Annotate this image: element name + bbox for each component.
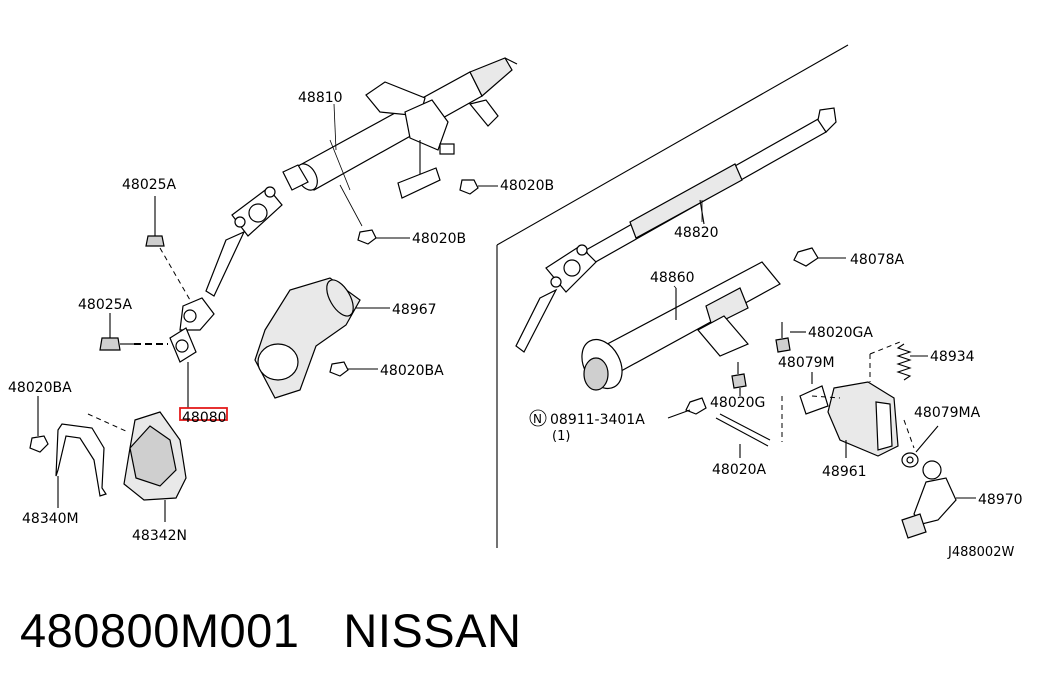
part-number: 480800M001 bbox=[20, 603, 300, 657]
bracket-48961[interactable] bbox=[827, 381, 899, 458]
label-08911-qty: (1) bbox=[552, 429, 570, 444]
section-divider bbox=[496, 44, 849, 548]
bolt-48020G[interactable] bbox=[731, 362, 747, 396]
label-48020BA-mid[interactable]: 48020BA bbox=[380, 363, 444, 379]
label-48020G[interactable]: 48020G bbox=[710, 395, 765, 411]
assembly-dashed-guides bbox=[781, 395, 841, 442]
label-48020B-mid[interactable]: 48020B bbox=[412, 231, 466, 247]
nut-48020B-mid[interactable] bbox=[357, 229, 410, 245]
bolt-48025A-top[interactable] bbox=[145, 196, 191, 301]
label-48079MA[interactable]: 48079MA bbox=[914, 405, 981, 421]
label-48967[interactable]: 48967 bbox=[392, 302, 437, 318]
label-48080[interactable]: 48080 bbox=[182, 410, 227, 426]
drawing-code: J488002W bbox=[947, 545, 1014, 560]
label-48860[interactable]: 48860 bbox=[650, 270, 695, 286]
label-08911-circle bbox=[529, 409, 547, 427]
nut-48020B-top[interactable] bbox=[459, 179, 498, 195]
label-48079M[interactable]: 48079M bbox=[778, 355, 835, 371]
intermediate-shaft-upper[interactable] bbox=[205, 164, 309, 297]
leader-lines bbox=[333, 103, 703, 289]
label-48820[interactable]: 48820 bbox=[674, 225, 719, 241]
steering-joint-48080[interactable] bbox=[169, 297, 215, 408]
label-48020A[interactable]: 48020A bbox=[712, 462, 767, 478]
jacket-tube-48860[interactable] bbox=[574, 261, 781, 395]
lever-48970[interactable] bbox=[901, 419, 976, 539]
parts-exploded-diagram: 48810 48025A 48025A 48020BA 48080 48340M… bbox=[8, 44, 1023, 560]
label-48020BA-left[interactable]: 48020BA bbox=[8, 380, 72, 396]
label-08911-n: N bbox=[533, 412, 542, 426]
label-48025A-top[interactable]: 48025A bbox=[122, 177, 177, 193]
cover-48342N[interactable] bbox=[123, 411, 187, 522]
nut-48020BA-mid[interactable] bbox=[329, 361, 378, 377]
label-48020GA[interactable]: 48020GA bbox=[808, 325, 873, 341]
bracket-48079M[interactable] bbox=[799, 372, 829, 415]
label-48020B-top[interactable]: 48020B bbox=[500, 178, 554, 194]
label-48961[interactable]: 48961 bbox=[822, 464, 867, 480]
bolt-48025A-bottom[interactable] bbox=[99, 313, 168, 351]
label-48078A[interactable]: 48078A bbox=[850, 252, 905, 268]
label-48342N[interactable]: 48342N bbox=[132, 528, 187, 544]
label-48934[interactable]: 48934 bbox=[930, 349, 975, 365]
highlight-box-48080 bbox=[179, 407, 228, 421]
label-08911-3401A[interactable]: 08911-3401A bbox=[550, 412, 645, 428]
caption: 480800M001 NISSAN bbox=[20, 600, 521, 660]
nut-48078A[interactable] bbox=[793, 247, 846, 267]
nut-48020BA-left[interactable] bbox=[29, 396, 49, 453]
label-48810[interactable]: 48810 bbox=[298, 90, 343, 106]
part-labels: 48810 48025A 48025A 48020BA 48080 48340M… bbox=[8, 90, 1023, 560]
steering-column-48810[interactable] bbox=[292, 57, 518, 227]
stud-48020A[interactable] bbox=[715, 413, 771, 458]
label-48970[interactable]: 48970 bbox=[978, 492, 1023, 508]
label-48340M[interactable]: 48340M bbox=[22, 511, 79, 527]
nut-08911-3401A[interactable] bbox=[667, 397, 707, 419]
bolt-48020GA[interactable] bbox=[775, 322, 806, 353]
spring-48934[interactable] bbox=[869, 341, 928, 382]
cover-48340M[interactable] bbox=[55, 413, 129, 508]
washer-48079MA[interactable] bbox=[901, 425, 939, 468]
boot-48967[interactable] bbox=[254, 276, 390, 399]
brand-name: NISSAN bbox=[343, 603, 522, 657]
label-48025A-bottom[interactable]: 48025A bbox=[78, 297, 133, 313]
intermediate-shaft-right[interactable] bbox=[515, 244, 597, 353]
